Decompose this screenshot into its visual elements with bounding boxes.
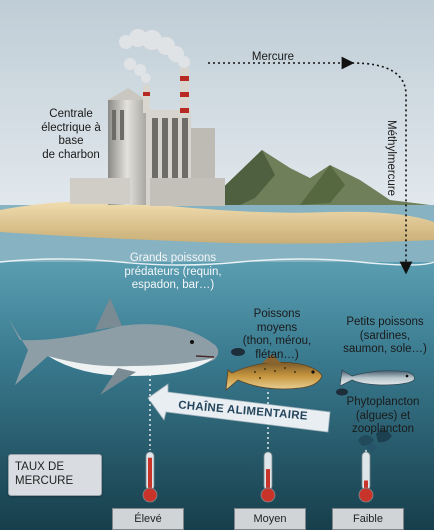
level-medium-label: Moyen [234, 508, 306, 530]
mercury-label: Mercure [251, 51, 295, 63]
power-plant-label-line: de charbon [42, 148, 100, 161]
small-fish-label-line: Petits poissons [346, 316, 424, 328]
trout-icon [225, 354, 323, 391]
level-low-label: Faible [332, 508, 404, 530]
sardine-icon [339, 369, 415, 387]
plankton-label-line: zooplancton [351, 423, 415, 435]
plankton-label-line: (algues) et [355, 409, 411, 422]
small-fish-label-line: (sardines, [359, 329, 411, 342]
legend-title-line: MERCURE [15, 475, 74, 487]
legend-title: TAUX DE MERCURE [15, 460, 73, 488]
power-plant-label-line: électrique à base [41, 121, 101, 148]
legend-title-line: TAUX DE [15, 461, 64, 473]
level-high-label: Élevé [112, 508, 184, 530]
large-predators-label-line: prédateurs (requin, [124, 265, 222, 278]
medium-fish-label-line: flétan…) [255, 348, 299, 361]
small-fish-label: Petits poissons (sardines, saumon, sole…… [338, 316, 432, 357]
medium-fish-label: Poissons moyens (thon, mérou, flétan…) [232, 308, 322, 362]
power-plant-icon [70, 88, 225, 206]
mountain-icon [205, 150, 430, 205]
thermometer-icon [260, 451, 276, 503]
methylmercury-label: Méthylmercure [385, 120, 397, 197]
thermometer-icon [142, 451, 158, 503]
thermometer-icon [358, 451, 374, 503]
smokestack-icon [119, 29, 190, 118]
thermometer-fill [364, 480, 368, 490]
thermometer-fill [148, 457, 152, 490]
large-predators-label-line: Grands poissons [129, 252, 217, 264]
plankton-label: Phytoplancton (algues) et zooplancton [336, 396, 430, 437]
plankton-icon [358, 429, 392, 452]
small-fish-label-line: saumon, sole…) [343, 343, 427, 355]
medium-fish-label-line: Poissons moyens [253, 308, 301, 334]
shark-icon [8, 298, 219, 395]
thermometer-fill [266, 469, 270, 490]
left-arrow-icon [147, 383, 331, 433]
plankton-label-line: Phytoplancton [346, 396, 420, 408]
power-plant-label: Centrale électrique à base de charbon [30, 108, 112, 162]
large-predators-label-line: espadon, bar…) [131, 279, 215, 291]
power-plant-label-line: Centrale [49, 108, 93, 120]
large-predators-label: Grands poissons prédateurs (requin, espa… [108, 252, 238, 293]
medium-fish-label-line: (thon, mérou, [242, 335, 312, 347]
dotted-arrow-icon [208, 56, 413, 275]
mercury-level-legend: TAUX DE MERCURE [8, 454, 102, 496]
